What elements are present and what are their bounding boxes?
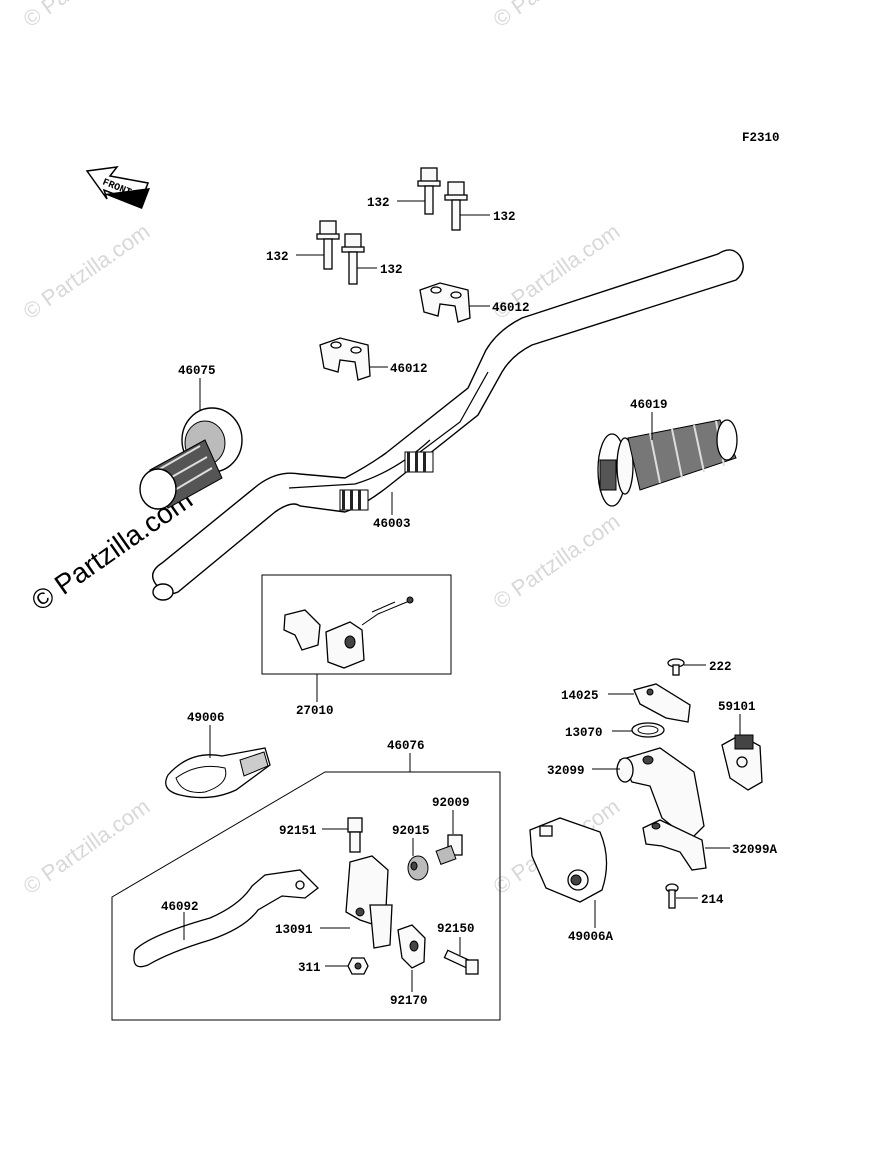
label-46019: 46019 [630,398,668,412]
label-32099: 32099 [547,764,585,778]
label-32099a: 32099A [732,843,778,857]
front-arrow-icon: FRONT [85,166,150,209]
watermark-faint: © Partzilla.com [489,509,625,615]
nut-311 [347,957,369,975]
label-14025: 14025 [561,689,599,703]
label-59101: 59101 [718,700,756,714]
pulley-59101 [721,734,763,791]
label-92170: 92170 [390,994,428,1008]
bolt-132-a [417,167,441,215]
lever-46092 [133,869,319,968]
handlebar-46003 [152,249,744,601]
label-92150: 92150 [437,922,475,936]
faint-watermarks: © Partzilla.com © Partzilla.com © Partzi… [19,0,625,899]
label-13091: 13091 [275,923,313,937]
ring-13070 [631,722,665,738]
bolt-92150 [443,949,479,975]
adjuster-92009 [435,834,463,865]
label-46003: 46003 [373,517,411,531]
label-46092: 46092 [161,900,199,914]
label-46012: 46012 [390,362,428,376]
bolt-92151 [347,817,363,853]
label-132: 132 [380,263,403,277]
label-132: 132 [266,250,289,264]
figure-code: F2310 [742,131,780,145]
label-49006a: 49006A [568,930,614,944]
clamp-46012-upper [419,282,471,323]
housing-32099a [642,819,707,871]
label-46012: 46012 [492,301,530,315]
grip-46019 [597,419,738,507]
label-214: 214 [701,893,724,907]
clamp-92170 [397,924,426,969]
label-27010: 27010 [296,704,334,718]
clamp-46012-lower [319,337,371,381]
label-132: 132 [367,196,390,210]
label-92015: 92015 [392,824,430,838]
cover-49006 [165,747,271,799]
label-132: 132 [493,210,516,224]
lever-assembly-box [111,771,501,1021]
cover-14025 [633,683,691,723]
watermark-faint: © Partzilla.com [489,0,625,32]
label-311: 311 [298,961,321,975]
label-92151: 92151 [279,824,317,838]
screw-222 [667,658,685,676]
bolt-132-d [341,233,365,285]
watermark-faint: © Partzilla.com [19,794,155,900]
label-13070: 13070 [565,726,603,740]
bolt-132-b [444,181,468,231]
watermark-faint: © Partzilla.com [19,0,155,32]
screw-214 [665,883,679,909]
label-49006: 49006 [187,711,225,725]
watermark-faint: © Partzilla.com [19,219,155,325]
label-46076: 46076 [387,739,425,753]
nut-92015 [407,855,429,881]
holder-13091 [345,855,393,949]
label-46075: 46075 [178,364,216,378]
switch-27010 [283,596,414,669]
label-222: 222 [709,660,732,674]
cover-49006a [529,817,608,903]
label-92009: 92009 [432,796,470,810]
grip-46075 [139,407,243,510]
switch-group-box [261,574,452,675]
bolt-132-c [316,220,340,270]
